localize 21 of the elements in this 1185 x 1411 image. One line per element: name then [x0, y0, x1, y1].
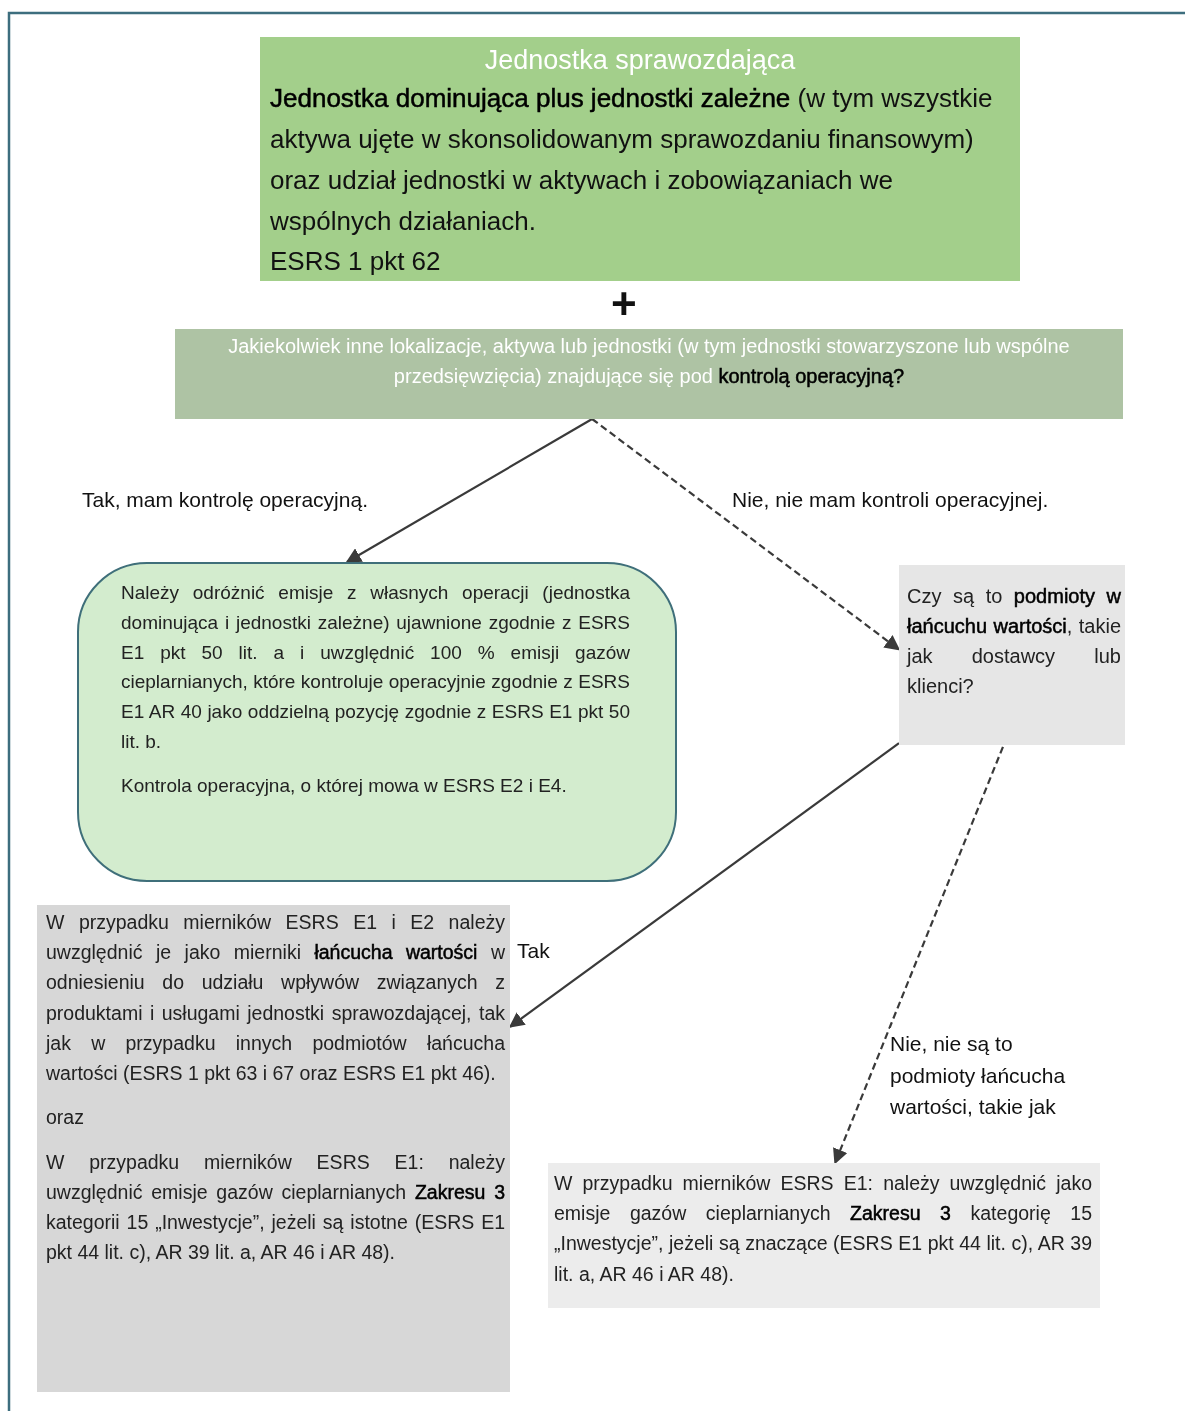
box-text: Należy odróżnić emisje z własnych operacji (jednostka dominująca i jednostki zależne) ujawnione zgodnie z ESRS E1 pkt 50 lit. a i uwzględnić 100 % emisji gazów cieplarnianych, które kontroluje operacyjnie zgodnie z ESRS E1 AR 40 jako oddzielną pozycję zgodnie z ESRS E1 pkt 50 lit. b. — [121, 581, 630, 755]
arrow — [833, 746, 1004, 1165]
decision-box — [175, 329, 1123, 419]
box-text: Czy są to podmioty w łańcuchu wartości, takie jak dostawcy lub klienci? — [907, 584, 1121, 699]
box-text: Kontrola operacyjna, o której mowa w ESRS E2 i E4. — [121, 773, 568, 798]
process-box — [260, 37, 1020, 281]
box-text: W przypadku mierników ESRS E1: należy uwzględnić emisje gazów cieplarnianych Zakresu 3 kategorii 15 „Inwestycje”, jeżeli są istotne (ESRS E1 pkt 44 lit. c), AR 39 lit. a, AR 46 i AR 48). — [46, 1149, 505, 1266]
box-text: oraz — [46, 1105, 85, 1131]
box-text: W przypadku mierników ESRS E1 i E2 należy uwzględnić je jako mierniki łańcucha wartości w odniesieniu do udziału wpływów związanych z produktami i usługami jednostki sprawozdającej, tak jak w przypadku innych podmiotów łańcucha wartości (ESRS 1 pkt 63 i 67 oraz ESRS E1 pkt 46). — [46, 910, 505, 1087]
arrow — [591, 418, 901, 651]
process-box — [37, 905, 510, 1392]
process-box — [548, 1163, 1100, 1308]
box-text: W przypadku mierników ESRS E1: należy uwzględnić jako emisje gazów cieplarnianych Zakresu 3 kategorię 15 „Inwestycje”, jeżeli są znaczące (ESRS E1 pkt 44 lit. c), AR 39 lit. a, AR 46 i AR 48). — [554, 1171, 1092, 1287]
rounded-box — [77, 562, 677, 882]
box-text: ESRS 1 pkt 62 — [270, 245, 442, 279]
box-title: Jednostka sprawozdająca — [483, 44, 797, 77]
arrow — [345, 418, 593, 563]
box-text: Jednostka dominująca plus jednostki zależne (w tym wszystkie aktywa ujęte w skonsolidowanym sprawozdaniu finansowym) oraz udział jednostki w aktywach i zobowiązaniach we wspólnych działaniach. — [270, 82, 994, 239]
decision-box — [899, 565, 1125, 745]
box-text: Jakiekolwiek inne lokalizacje, aktywa lub jednostki (w tym jednostki stowarzyszone lub wspólne przedsięwzięcia) znajdujące się pod kontrolą operacyjną? — [227, 334, 1071, 389]
plus-sign: + — [611, 282, 637, 326]
